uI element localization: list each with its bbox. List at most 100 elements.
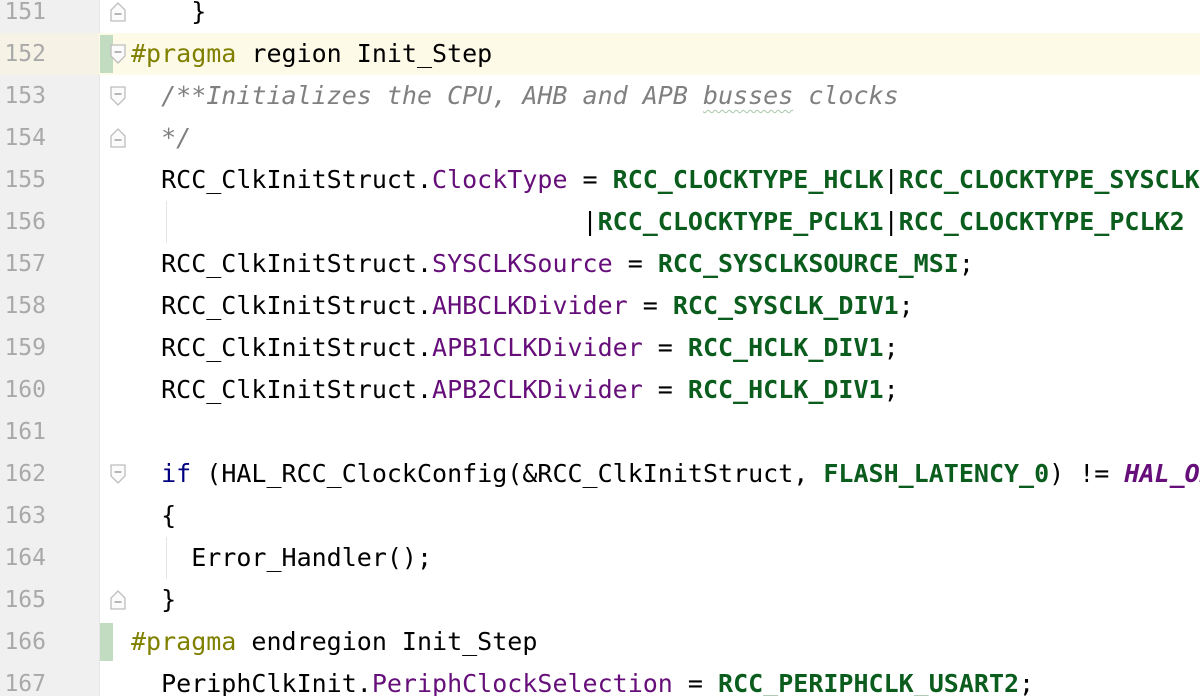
code-text: Error_Handler(); <box>131 537 432 579</box>
line-number: 159 <box>4 335 46 361</box>
code-line[interactable]: 155 RCC_ClkInitStruct.ClockType = RCC_CL… <box>0 159 1200 201</box>
line-number: 152 <box>4 41 46 67</box>
code-token: APB2CLKDivider <box>432 375 643 404</box>
line-number: 164 <box>4 545 46 571</box>
code-token: PeriphClkInit. <box>131 669 372 696</box>
code-text: /**Initializes the CPU, AHB and APB buss… <box>131 75 899 117</box>
region-marker <box>100 35 113 73</box>
line-number-cell: 161 <box>0 411 99 453</box>
indent-guide <box>166 201 167 243</box>
fold-start-icon[interactable] <box>108 84 128 108</box>
code-text: RCC_ClkInitStruct.APB1CLKDivider = RCC_H… <box>131 327 899 369</box>
code-token: ; <box>883 375 899 404</box>
code-token: (HAL_RCC_ClockConfig(&RCC_ClkInitStruct, <box>191 459 824 488</box>
code-token: AHBCLKDivider <box>432 291 628 320</box>
code-token: endregion Init_Step <box>236 627 538 656</box>
code-line[interactable]: 160 RCC_ClkInitStruct.APB2CLKDivider = R… <box>0 369 1200 411</box>
code-line[interactable]: 167 PeriphClkInit.PeriphClockSelection =… <box>0 663 1200 696</box>
line-number-cell: 152 <box>0 33 99 75</box>
code-text: #pragma region Init_Step <box>131 33 492 75</box>
line-number: 154 <box>4 125 46 151</box>
code-text: #pragma endregion Init_Step <box>131 621 537 663</box>
code-token: SYSCLKSource <box>432 249 613 278</box>
line-number-cell: 153 <box>0 75 99 117</box>
code-text: */ <box>131 117 191 159</box>
code-token: ClockType <box>432 165 568 194</box>
code-token: RCC_ClkInitStruct. <box>131 333 433 362</box>
line-number: 161 <box>4 419 46 445</box>
line-number-cell: 157 <box>0 243 99 285</box>
code-token: = <box>642 333 688 362</box>
code-token: ; <box>1019 669 1035 696</box>
code-token: { <box>131 501 177 530</box>
line-number-cell: 162 <box>0 453 99 495</box>
code-token: RCC_CLOCKTYPE_PCLK2 <box>898 207 1185 236</box>
code-token: RCC_CLOCKTYPE_PCLK1 <box>597 207 884 236</box>
code-line[interactable]: 158 RCC_ClkInitStruct.AHBCLKDivider = RC… <box>0 285 1200 327</box>
code-token: RCC_CLOCKTYPE_SYSCLK <box>898 165 1200 194</box>
code-line[interactable]: 161 <box>0 411 1200 453</box>
code-token: RCC_SYSCLK_DIV1 <box>672 291 899 320</box>
code-line-current[interactable]: 152 #pragma region Init_Step <box>0 33 1200 75</box>
code-line[interactable]: 166 #pragma endregion Init_Step <box>0 621 1200 663</box>
line-number-cell: 164 <box>0 537 99 579</box>
code-line[interactable]: 162 if (HAL_RCC_ClockConfig(&RCC_ClkInit… <box>0 453 1200 495</box>
line-number-cell: 163 <box>0 495 99 537</box>
code-token: | <box>883 207 899 236</box>
code-line[interactable]: 165 } <box>0 579 1200 621</box>
code-text: if (HAL_RCC_ClockConfig(&RCC_ClkInitStru… <box>131 453 1200 495</box>
code-line[interactable]: 157 RCC_ClkInitStruct.SYSCLKSource = RCC… <box>0 243 1200 285</box>
line-number: 166 <box>4 629 46 655</box>
code-token: APB1CLKDivider <box>432 333 643 362</box>
code-line[interactable]: 151 } <box>0 0 1200 33</box>
code-token: Error_Handler(); <box>131 543 433 572</box>
code-token: HAL_OK <box>1124 459 1200 488</box>
line-number: 163 <box>4 503 46 529</box>
code-token: RCC_HCLK_DIV1 <box>687 375 884 404</box>
line-number: 156 <box>4 209 46 235</box>
code-token: RCC_PERIPHCLK_USART2 <box>718 669 1020 696</box>
fold-end-icon[interactable] <box>108 0 128 24</box>
fold-start-icon[interactable] <box>108 42 128 66</box>
code-line[interactable]: 156 |RCC_CLOCKTYPE_PCLK1|RCC_CLOCKTYPE_P… <box>0 201 1200 243</box>
code-line[interactable]: 164 Error_Handler(); <box>0 537 1200 579</box>
code-text: PeriphClkInit.PeriphClockSelection = RCC… <box>131 663 1034 696</box>
line-number-cell: 159 <box>0 327 99 369</box>
code-token: } <box>131 0 207 26</box>
line-number: 162 <box>4 461 46 487</box>
code-token: = <box>642 375 688 404</box>
line-number: 155 <box>4 167 46 193</box>
code-line[interactable]: 153 /**Initializes the CPU, AHB and APB … <box>0 75 1200 117</box>
code-token: ; <box>883 333 899 362</box>
line-number-cell: 166 <box>0 621 99 663</box>
line-number: 153 <box>4 83 46 109</box>
fold-end-icon[interactable] <box>108 126 128 150</box>
code-token: | <box>131 207 598 236</box>
code-line[interactable]: 159 RCC_ClkInitStruct.APB1CLKDivider = R… <box>0 327 1200 369</box>
code-text: RCC_ClkInitStruct.AHBCLKDivider = RCC_SY… <box>131 285 914 327</box>
code-token: */ <box>131 123 192 152</box>
code-line[interactable]: 163 { <box>0 495 1200 537</box>
line-number-cell: 156 <box>0 201 99 243</box>
fold-start-icon[interactable] <box>108 462 128 486</box>
line-number: 151 <box>4 0 46 25</box>
code-line[interactable]: 154 */ <box>0 117 1200 159</box>
fold-end-icon[interactable] <box>108 588 128 612</box>
code-text: |RCC_CLOCKTYPE_PCLK1|RCC_CLOCKTYPE_PCLK2 <box>131 201 1185 243</box>
code-token: RCC_ClkInitStruct. <box>131 291 433 320</box>
code-token: = <box>612 249 658 278</box>
line-number: 158 <box>4 293 46 319</box>
code-token: if <box>161 459 192 488</box>
line-number-cell: 154 <box>0 117 99 159</box>
line-number-cell: 165 <box>0 579 99 621</box>
code-text: RCC_ClkInitStruct.ClockType = RCC_CLOCKT… <box>131 159 1200 201</box>
code-token: ; <box>958 249 974 278</box>
code-text: } <box>131 0 206 33</box>
region-marker <box>100 623 113 661</box>
indent-guide <box>166 537 167 579</box>
code-token: region Init_Step <box>236 39 493 68</box>
code-token: ; <box>898 291 914 320</box>
gutter-separator <box>99 0 100 696</box>
code-token: RCC_ClkInitStruct. <box>131 375 433 404</box>
